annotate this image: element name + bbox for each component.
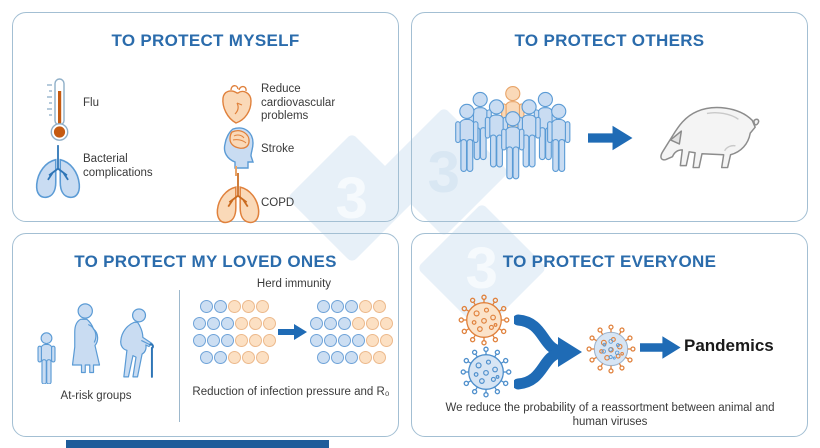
orange-dot (380, 334, 393, 347)
pandemics-label: Pandemics (684, 336, 774, 355)
bacterial-complications-label: Bacterial complications (83, 153, 153, 179)
pregnant-woman-icon (71, 303, 100, 374)
animal-virus-icon (458, 294, 510, 346)
panel-protect-loved-ones: TO PROTECT MY LOVED ONES (12, 233, 399, 437)
orange-dot (228, 351, 241, 364)
orange-dot (359, 351, 372, 364)
orange-dot (228, 300, 241, 313)
copd-lungs-icon (216, 173, 260, 224)
trachea-connector (235, 166, 237, 176)
elderly-person-icon (119, 308, 154, 378)
human-virus-icon (460, 346, 512, 398)
orange-dot (235, 317, 248, 330)
panel-protect-myself: TO PROTECT MYSELF Flu Bacterial compl (12, 12, 399, 224)
panel-title: TO PROTECT MYSELF (111, 31, 300, 50)
blue-dot (317, 300, 330, 313)
stroke-head-icon (223, 127, 254, 169)
orange-dot (352, 317, 365, 330)
orange-dot (256, 351, 269, 364)
panel-protect-others: TO PROTECT OTHERS (411, 12, 808, 222)
blue-dot (324, 334, 337, 347)
flu-label: Flu (83, 97, 99, 109)
stroke-label: Stroke (261, 143, 295, 155)
blue-dot (214, 351, 227, 364)
blue-dot (338, 334, 351, 347)
orange-dot (366, 317, 379, 330)
blue-dot (200, 351, 213, 364)
orange-dot (373, 351, 386, 364)
blue-dot (310, 317, 323, 330)
blue-dot (310, 334, 323, 347)
blue-dot (214, 300, 227, 313)
at-risk-label: At-risk groups (60, 390, 132, 402)
heart-icon (222, 85, 252, 124)
blue-dot (352, 334, 365, 347)
blue-dot (200, 300, 213, 313)
herd-grid-before (193, 300, 276, 364)
orange-dot (235, 334, 248, 347)
blue-dot (331, 300, 344, 313)
blue-dot (193, 317, 206, 330)
blue-dot (345, 351, 358, 364)
arrow-right-icon (588, 125, 633, 151)
blue-dot (345, 300, 358, 313)
blue-dot (338, 317, 351, 330)
panel-title: TO PROTECT MY LOVED ONES (74, 252, 337, 271)
blue-dot (324, 317, 337, 330)
orange-dot (263, 317, 276, 330)
reassorted-virus-icon (586, 324, 636, 374)
orange-dot (380, 317, 393, 330)
thermometer-icon (47, 78, 69, 141)
blue-dot (207, 317, 220, 330)
herd-immunity-diagram (193, 300, 395, 364)
orange-dot (256, 300, 269, 313)
herd-caption: Reduction of infection pressure and R₀ (192, 386, 390, 398)
at-risk-group-icon (29, 296, 163, 384)
blue-dot (193, 334, 206, 347)
merge-arrow-icon (514, 314, 582, 390)
blue-dot (331, 351, 344, 364)
copd-label: COPD (261, 197, 295, 209)
child-icon (36, 332, 56, 384)
panel-title: TO PROTECT OTHERS (514, 31, 705, 50)
orange-dot (263, 334, 276, 347)
blue-dot (221, 317, 234, 330)
pig-icon (660, 106, 760, 169)
reassortment-caption: We reduce the probability of a reassortm… (445, 402, 775, 428)
lungs-icon (35, 145, 81, 199)
section-divider (179, 290, 180, 422)
herd-grid-after (310, 300, 393, 364)
blue-dot (207, 334, 220, 347)
orange-dot (359, 300, 372, 313)
arrow-right-icon (640, 336, 681, 359)
arrow-right-icon (278, 324, 307, 340)
orange-dot (249, 317, 262, 330)
orange-dot (242, 300, 255, 313)
orange-dot (366, 334, 379, 347)
blue-dot (221, 334, 234, 347)
cardio-label: Reduce cardiovascular problems (261, 83, 336, 122)
herd-immunity-title: Herd immunity (256, 278, 332, 290)
people-group-icon (455, 85, 571, 180)
blue-dot (317, 351, 330, 364)
orange-dot (249, 334, 262, 347)
footer-bar (66, 440, 329, 448)
orange-dot (242, 351, 255, 364)
panel-title: TO PROTECT EVERYONE (502, 252, 717, 271)
orange-dot (373, 300, 386, 313)
panel-protect-everyone: TO PROTECT EVERYONE Pande (411, 233, 808, 437)
